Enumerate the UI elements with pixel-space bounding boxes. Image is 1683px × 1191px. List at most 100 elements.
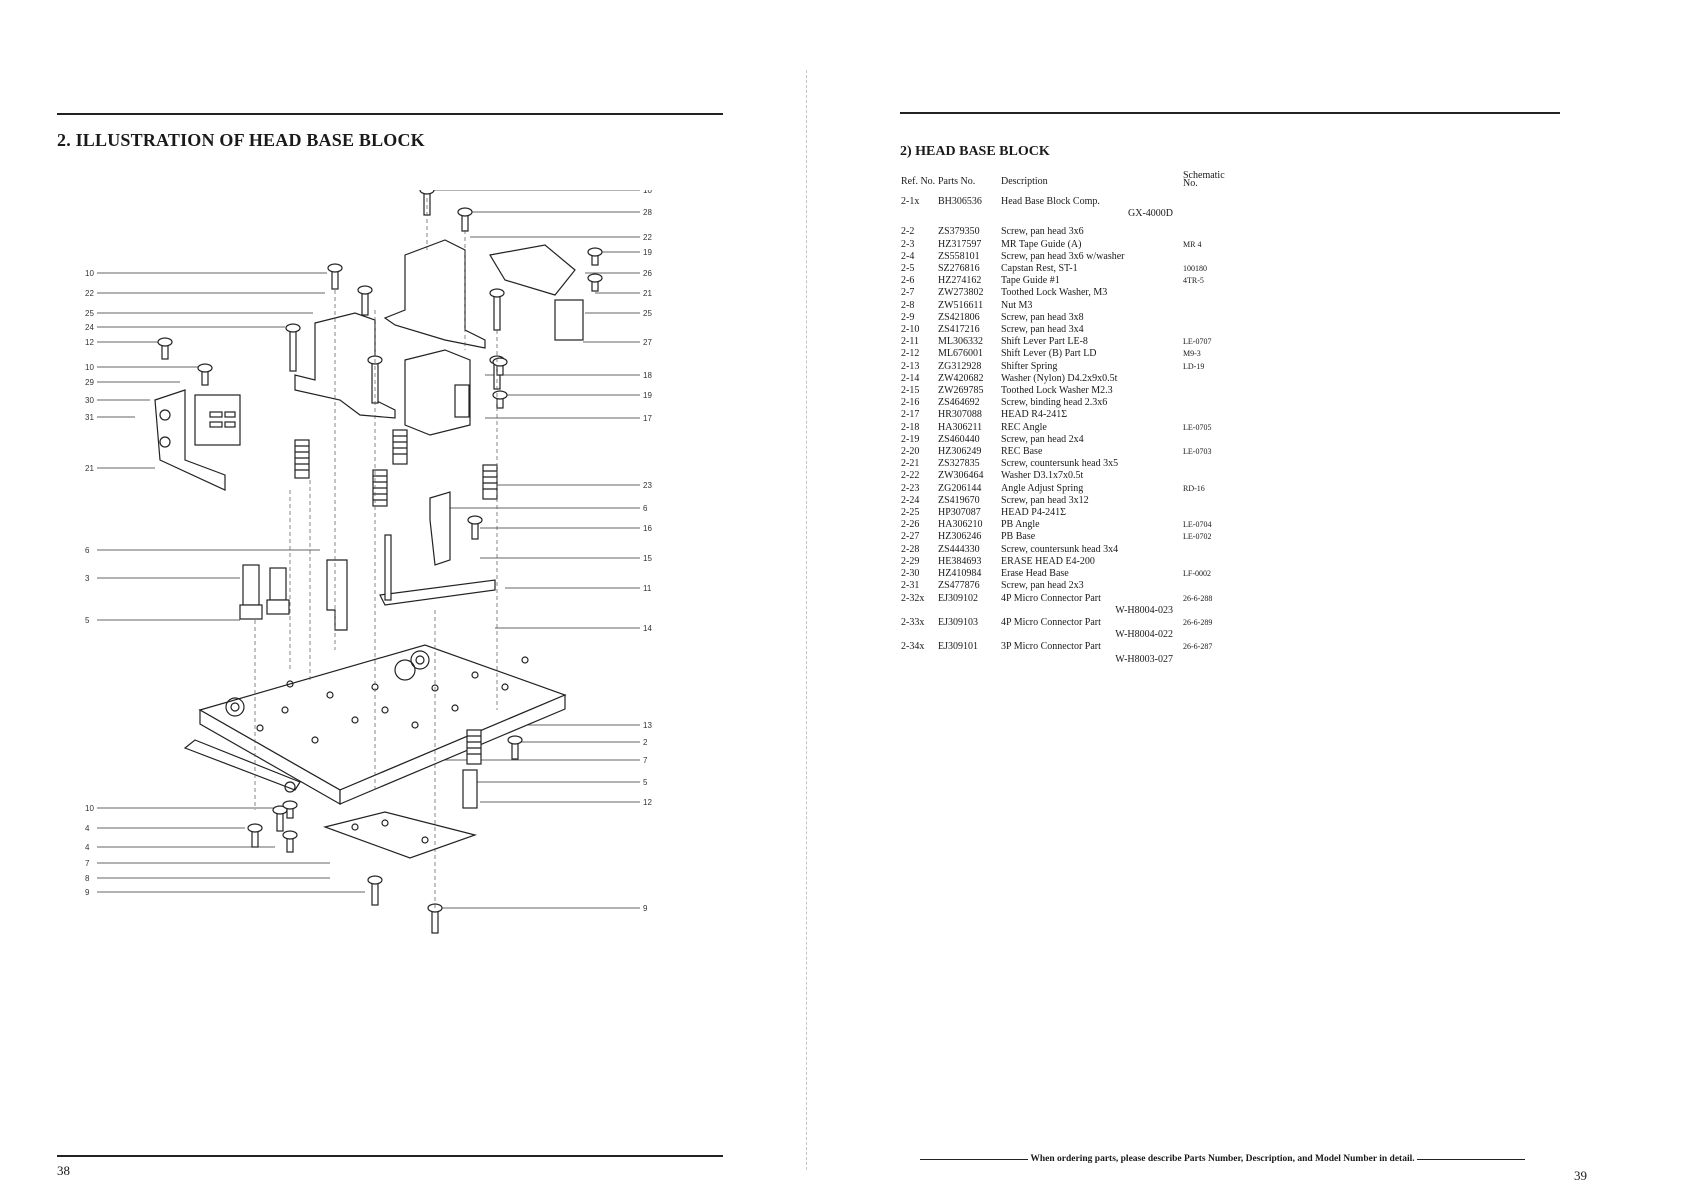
screw [587, 247, 603, 266]
description-text: Screw, pan head 3x4 [1001, 324, 1084, 336]
schematic-cell [1173, 458, 1225, 470]
page-number-right: 39 [1574, 1168, 1587, 1183]
ref-cell: 2-32x [901, 592, 925, 604]
parts-no-cell: ZS444330 [938, 543, 980, 555]
screw [507, 735, 523, 760]
callout-label-left: 4 [85, 843, 90, 852]
schematic-cell: 100180 [1183, 264, 1207, 274]
description-cell: Shift Lever (B) Part LD [1001, 348, 1173, 360]
screw [357, 285, 373, 316]
ref-cell: 2-1x [901, 196, 920, 207]
header-schematic: Schematic No. [1183, 170, 1225, 189]
callout-label-right: 19 [643, 391, 652, 400]
ref-cell: 2-6 [901, 275, 915, 287]
spring-mid2 [392, 429, 408, 465]
schematic-cell [1173, 196, 1225, 226]
ref-cell: 2-27 [901, 531, 920, 543]
parts-no-cell: HZ317597 [938, 238, 982, 250]
parts-no-cell: ZS558101 [938, 250, 980, 262]
pb-bracket [294, 312, 396, 419]
parts-no-cell: HR307088 [938, 409, 982, 421]
description-text: Washer D3.1x7x0.5t [1001, 470, 1084, 482]
ref-cell: 2-21 [901, 458, 920, 470]
pb-base [489, 244, 576, 296]
description-cell: REC Base [1001, 446, 1173, 458]
callout-label-right: 10 [643, 190, 652, 195]
schematic-cell: 26-6-288 [1183, 593, 1213, 603]
ref-cell: 2-29 [901, 555, 920, 567]
ref-cell: 2-13 [901, 360, 920, 372]
description-cell: MR Tape Guide (A) [1001, 239, 1173, 251]
spring-right [482, 464, 498, 500]
callout-label-left: 30 [85, 396, 94, 405]
schematic-cell [1173, 397, 1225, 409]
schematic-cell: 26-6-289 [1183, 617, 1213, 627]
callout-label-left: 6 [85, 546, 90, 555]
parts-no-cell: HA306210 [938, 519, 983, 531]
callout-label-right: 9 [643, 904, 648, 913]
description-text: PB Angle [1001, 519, 1040, 531]
section-title: 2. ILLUSTRATION OF HEAD BASE BLOCK [57, 130, 425, 150]
header-parts-no: Parts No. [938, 175, 976, 187]
description-cell: Screw, pan head 3x6 [1001, 226, 1173, 238]
parts-no-cell: ZS464692 [938, 397, 980, 409]
schematic-cell: RD-16 [1183, 483, 1205, 493]
parts-no-cell: ZS419670 [938, 494, 980, 506]
parts-no-cell: HE384693 [938, 555, 982, 567]
callout-label-right: 25 [643, 309, 652, 318]
description-text: Shift Lever Part LE-8 [1001, 336, 1088, 348]
left-page: 2. ILLUSTRATION OF HEAD BASE BLOCK 10 28 2… [0, 0, 800, 1191]
parts-no-cell: HZ410984 [938, 568, 982, 580]
description-cell: Angle Adjust Spring [1001, 483, 1173, 495]
parts-no-cell: EJ309102 [938, 592, 978, 604]
screw [587, 273, 603, 292]
description-cell: Washer D3.1x7x0.5t [1001, 470, 1173, 482]
erase-head-base [383, 239, 486, 349]
header-ref: Ref. No. [901, 175, 936, 187]
callout-label-left: 31 [85, 413, 94, 422]
ref-cell: 2-14 [901, 372, 920, 384]
ref-cell: 2-33x [901, 616, 925, 628]
schematic-cell: MR 4 [1183, 239, 1202, 249]
description-cell: Tape Guide #1 [1001, 275, 1173, 287]
shift-lever-le8 [429, 491, 451, 566]
screw [247, 823, 263, 848]
description-cell: Capstan Rest, ST-1 [1001, 263, 1173, 275]
ref-cell: 2-28 [901, 543, 920, 555]
ordering-note-text: When ordering parts, please describe Par… [1030, 1154, 1415, 1164]
spring-lower [466, 729, 482, 765]
parts-table: Ref. No. Parts No. Description Schematic… [901, 170, 1225, 666]
description-text: Screw, countersunk head 3x4 [1001, 543, 1119, 555]
parts-no-cell: ZW420682 [938, 372, 984, 384]
screw [157, 337, 173, 360]
ref-cell: 2-19 [901, 433, 920, 445]
description-cell: Head Base Block Comp.GX-4000D [1001, 196, 1173, 226]
shift-arm [379, 579, 496, 606]
description-text: Toothed Lock Washer, M3 [1001, 287, 1108, 299]
screw [285, 323, 301, 372]
screw [492, 357, 508, 376]
callout-label-left: 29 [85, 378, 94, 387]
callout-label-right: 28 [643, 208, 652, 217]
description-text: HEAD R4-241Σ [1001, 409, 1068, 421]
schematic-cell [1173, 495, 1225, 507]
parts-no-cell: ZW516611 [938, 299, 984, 311]
description-cell: REC Angle [1001, 422, 1173, 434]
schematic-cell [1173, 470, 1225, 482]
callout-label-left: 7 [85, 859, 90, 868]
ordering-note: When ordering parts, please describe Par… [920, 1154, 1525, 1164]
description-cell: Screw, binding head 2.3x6 [1001, 397, 1173, 409]
ref-cell: 2-11 [901, 336, 919, 348]
head-base-block-illustration: 1028221926212527181917236161511141327512… [85, 185, 652, 934]
